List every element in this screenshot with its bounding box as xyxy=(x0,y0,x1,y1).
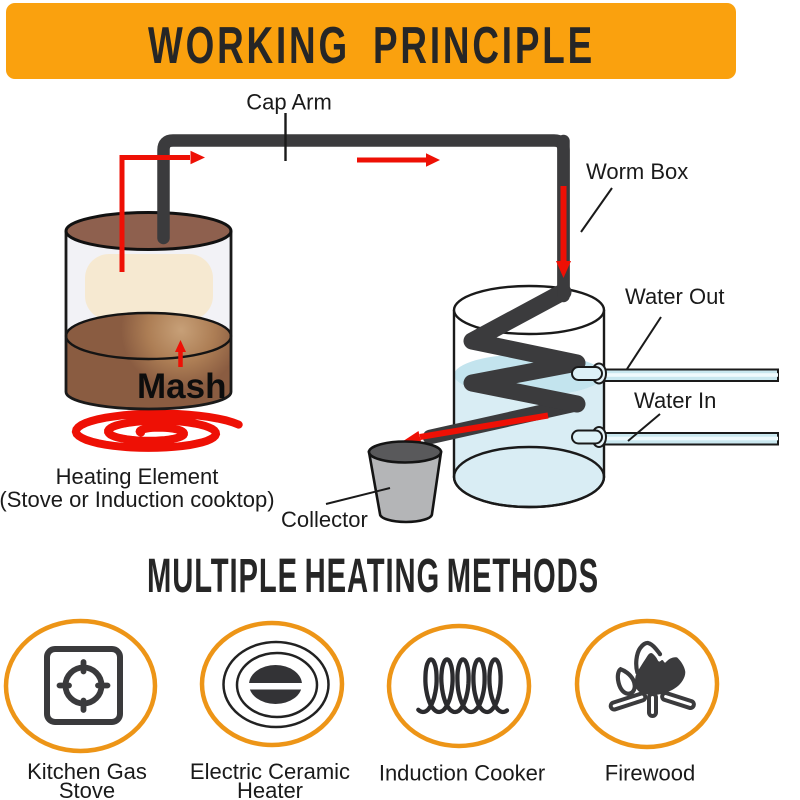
svg-text:(Stove or Induction cooktop): (Stove or Induction cooktop) xyxy=(0,487,275,512)
svg-text:Cap Arm: Cap Arm xyxy=(246,90,332,115)
svg-text:Collector: Collector xyxy=(281,507,368,532)
svg-text:Firewood: Firewood xyxy=(605,761,695,786)
svg-text:Heater: Heater xyxy=(237,778,303,800)
svg-text:Mash: Mash xyxy=(137,367,226,406)
svg-text:Kitchen Gas: Kitchen Gas xyxy=(27,759,147,784)
svg-text:Water Out: Water Out xyxy=(625,284,724,309)
svg-text:Heating Element: Heating Element xyxy=(56,464,219,489)
svg-text:Stove: Stove xyxy=(59,778,115,800)
svg-text:Electric Ceramic: Electric Ceramic xyxy=(190,759,350,784)
svg-text:Worm Box: Worm Box xyxy=(586,159,688,184)
svg-text:Water In: Water In xyxy=(634,388,716,413)
svg-text:Induction Cooker: Induction Cooker xyxy=(379,761,545,786)
svg-text:MULTIPLE HEATING METHODS: MULTIPLE HEATING METHODS xyxy=(147,549,599,603)
svg-text:WORKING PRINCIPLE: WORKING PRINCIPLE xyxy=(148,17,595,75)
